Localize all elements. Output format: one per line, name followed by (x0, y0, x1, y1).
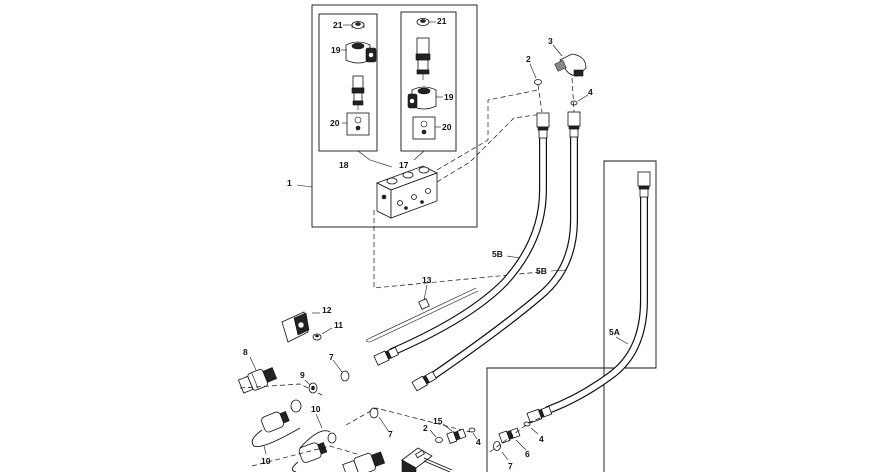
washer-9 (308, 382, 318, 394)
callout-19-right: 19 (444, 92, 454, 102)
ball-valve (401, 447, 453, 472)
callout-8: 8 (243, 347, 248, 357)
seal-kit-20-right (412, 116, 436, 140)
nut-11 (312, 333, 322, 341)
callout-21-left: 21 (333, 20, 343, 30)
nut-21-right (416, 18, 430, 26)
adapter-fitting-15 (446, 428, 467, 444)
adapter-fitting-6 (498, 427, 521, 444)
o-ring-7-center (369, 407, 379, 419)
callout-4-top: 4 (588, 87, 593, 97)
callout-10-right: 10 (311, 404, 321, 414)
cartridge-valve-right (415, 37, 431, 80)
callout-7-right: 7 (508, 461, 513, 471)
callout-21-right: 21 (437, 16, 447, 26)
seal-kit-20-left (346, 112, 370, 136)
washer-2-top (534, 79, 542, 85)
valve-manifold-block (375, 165, 439, 219)
callout-4-bottom-left: 4 (476, 437, 481, 447)
o-ring-7-left (340, 370, 350, 382)
callout-3: 3 (548, 36, 553, 46)
seal-7-right (493, 441, 501, 451)
callout-20-right: 20 (442, 122, 452, 132)
callout-2-top: 2 (526, 54, 531, 64)
solenoid-kit-right-frame (400, 11, 457, 152)
callout-5b-right: 5B (536, 266, 547, 276)
valve-assembly-frame (311, 4, 478, 228)
cable-tie-13 (366, 287, 479, 343)
bracket-12 (281, 311, 310, 343)
callout-1: 1 (287, 178, 292, 188)
hose-5b-left (373, 112, 550, 366)
callout-5b-left: 5B (492, 249, 503, 259)
hose-5a (526, 171, 651, 424)
solenoid-coil-19-right (407, 86, 437, 110)
callout-9: 9 (300, 370, 305, 380)
o-ring-4-bottom-left (468, 427, 476, 433)
o-ring-4-top (570, 100, 578, 106)
elbow-fitting-3 (554, 53, 587, 77)
quick-coupler-8 (237, 367, 278, 394)
solenoid-kit-left-frame (318, 13, 378, 152)
callout-6: 6 (525, 449, 530, 459)
quick-coupler-bottom (342, 451, 386, 472)
callout-12: 12 (322, 305, 332, 315)
callout-11: 11 (334, 320, 343, 330)
hose-5b-right (411, 111, 581, 392)
callout-10-left: 10 (261, 456, 271, 466)
dust-cap-10-left (251, 399, 302, 448)
hose-5a-frame (486, 160, 657, 472)
callout-4-bottom-right: 4 (539, 434, 544, 444)
callout-2-bottom: 2 (423, 423, 428, 433)
dust-cap-10-right (292, 430, 337, 472)
callout-5a: 5A (609, 327, 620, 337)
nut-21-left (351, 21, 365, 29)
callout-20-left: 20 (330, 118, 340, 128)
callout-17: 17 (399, 160, 409, 170)
callout-15: 15 (433, 416, 443, 426)
callout-7-center: 7 (388, 429, 393, 439)
solenoid-coil-19-left (345, 41, 377, 64)
callout-19-left: 19 (331, 45, 341, 55)
callout-18: 18 (339, 160, 349, 170)
callout-13: 13 (422, 275, 432, 285)
cartridge-valve-left (351, 75, 365, 110)
callout-7-left: 7 (329, 352, 334, 362)
washer-2-bottom (435, 437, 443, 443)
